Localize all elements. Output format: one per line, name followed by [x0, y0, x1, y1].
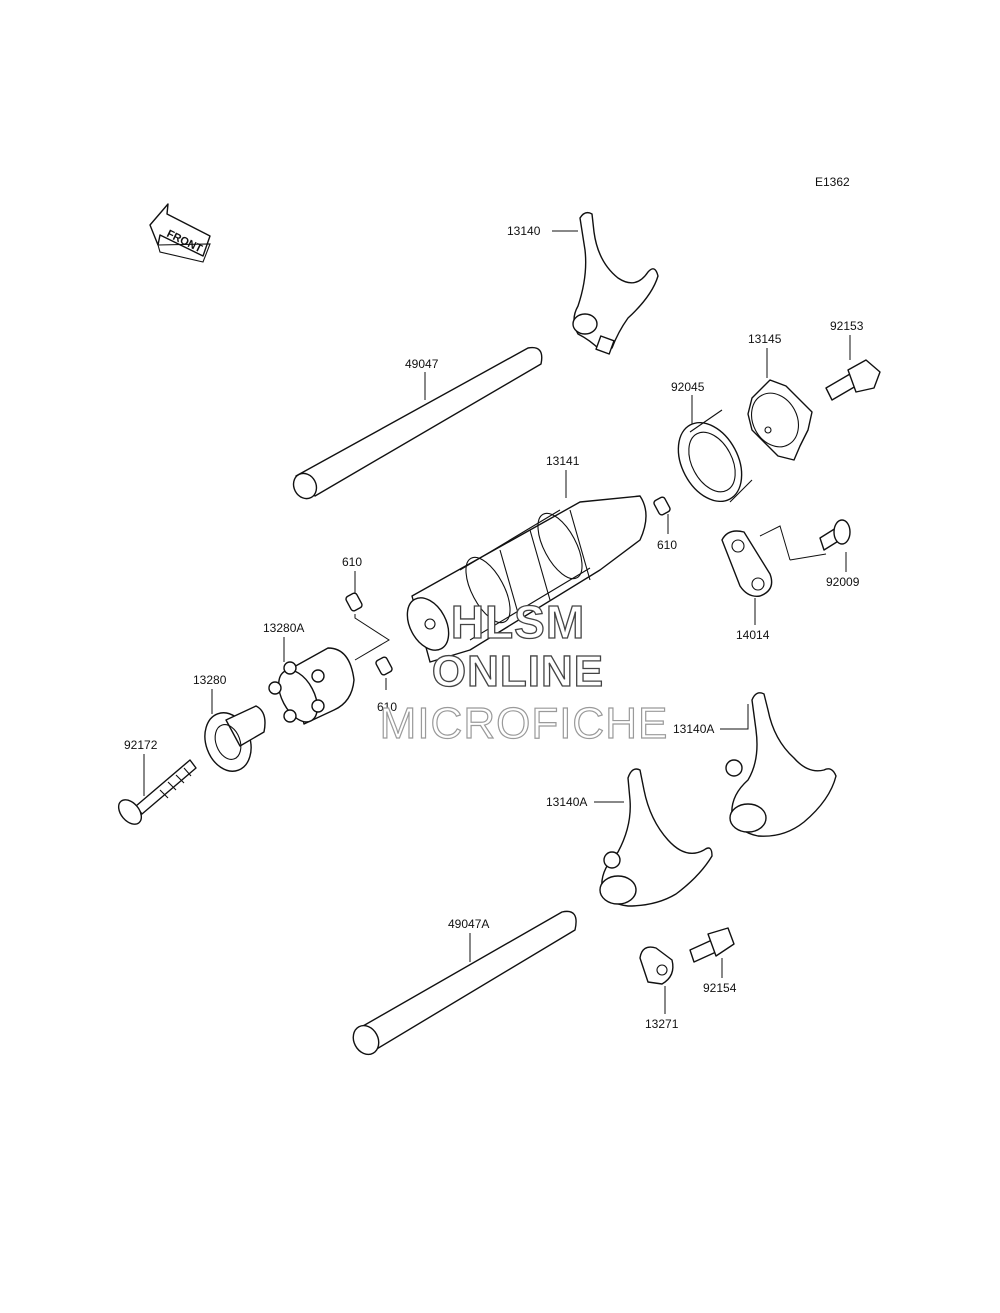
collar-13280[interactable] — [197, 705, 266, 778]
label-13140A-right: 13140A — [673, 722, 714, 736]
shift-fork-13140A-right[interactable] — [725, 692, 837, 837]
label-92153: 92153 — [830, 319, 864, 333]
screw-92172[interactable] — [114, 759, 197, 829]
label-14014: 14014 — [736, 628, 770, 642]
plate-13271[interactable] — [639, 946, 674, 985]
pin-holder-13280A[interactable] — [268, 647, 355, 728]
watermark: HLSM ONLINE MICROFICHE — [379, 595, 669, 748]
diagram-code: E1362 — [815, 175, 850, 189]
label-13141: 13141 — [546, 454, 580, 468]
pin-610-top[interactable] — [345, 592, 363, 612]
label-92009: 92009 — [826, 575, 860, 589]
label-13280: 13280 — [193, 673, 227, 687]
label-92154: 92154 — [703, 981, 737, 995]
drum-cam-13145[interactable] — [742, 379, 813, 461]
label-92172: 92172 — [124, 738, 158, 752]
bearing-92045[interactable] — [666, 409, 755, 512]
label-610-right: 610 — [657, 538, 677, 552]
screw-92009[interactable] — [819, 519, 851, 551]
bolt-92153[interactable] — [825, 359, 881, 401]
pin-610-right[interactable] — [653, 496, 671, 516]
label-13271: 13271 — [645, 1017, 679, 1031]
label-49047A: 49047A — [448, 917, 489, 931]
bolt-92154[interactable] — [689, 927, 735, 963]
shift-fork-13140[interactable] — [572, 211, 659, 355]
label-49047: 49047 — [405, 357, 439, 371]
shift-drum-13141[interactable] — [399, 495, 647, 663]
pin-610-lower[interactable] — [375, 656, 393, 676]
watermark-line2: ONLINE — [432, 647, 604, 696]
label-13140A-left: 13140A — [546, 795, 587, 809]
plate-14014[interactable] — [721, 530, 773, 597]
watermark-line3: MICROFICHE — [380, 699, 669, 748]
label-13145: 13145 — [748, 332, 782, 346]
label-610-top: 610 — [342, 555, 362, 569]
label-610-lower: 610 — [377, 700, 397, 714]
shift-rod-49047A[interactable] — [348, 910, 577, 1058]
leader-lines — [143, 230, 851, 1014]
shift-fork-13140A-left[interactable] — [599, 768, 713, 907]
label-13140: 13140 — [507, 224, 541, 238]
label-92045: 92045 — [671, 380, 705, 394]
watermark-line1: HLSM — [451, 596, 585, 648]
shift-rod-49047[interactable] — [289, 346, 543, 503]
front-arrow-icon: FRONT — [149, 203, 211, 263]
label-13280A: 13280A — [263, 621, 304, 635]
